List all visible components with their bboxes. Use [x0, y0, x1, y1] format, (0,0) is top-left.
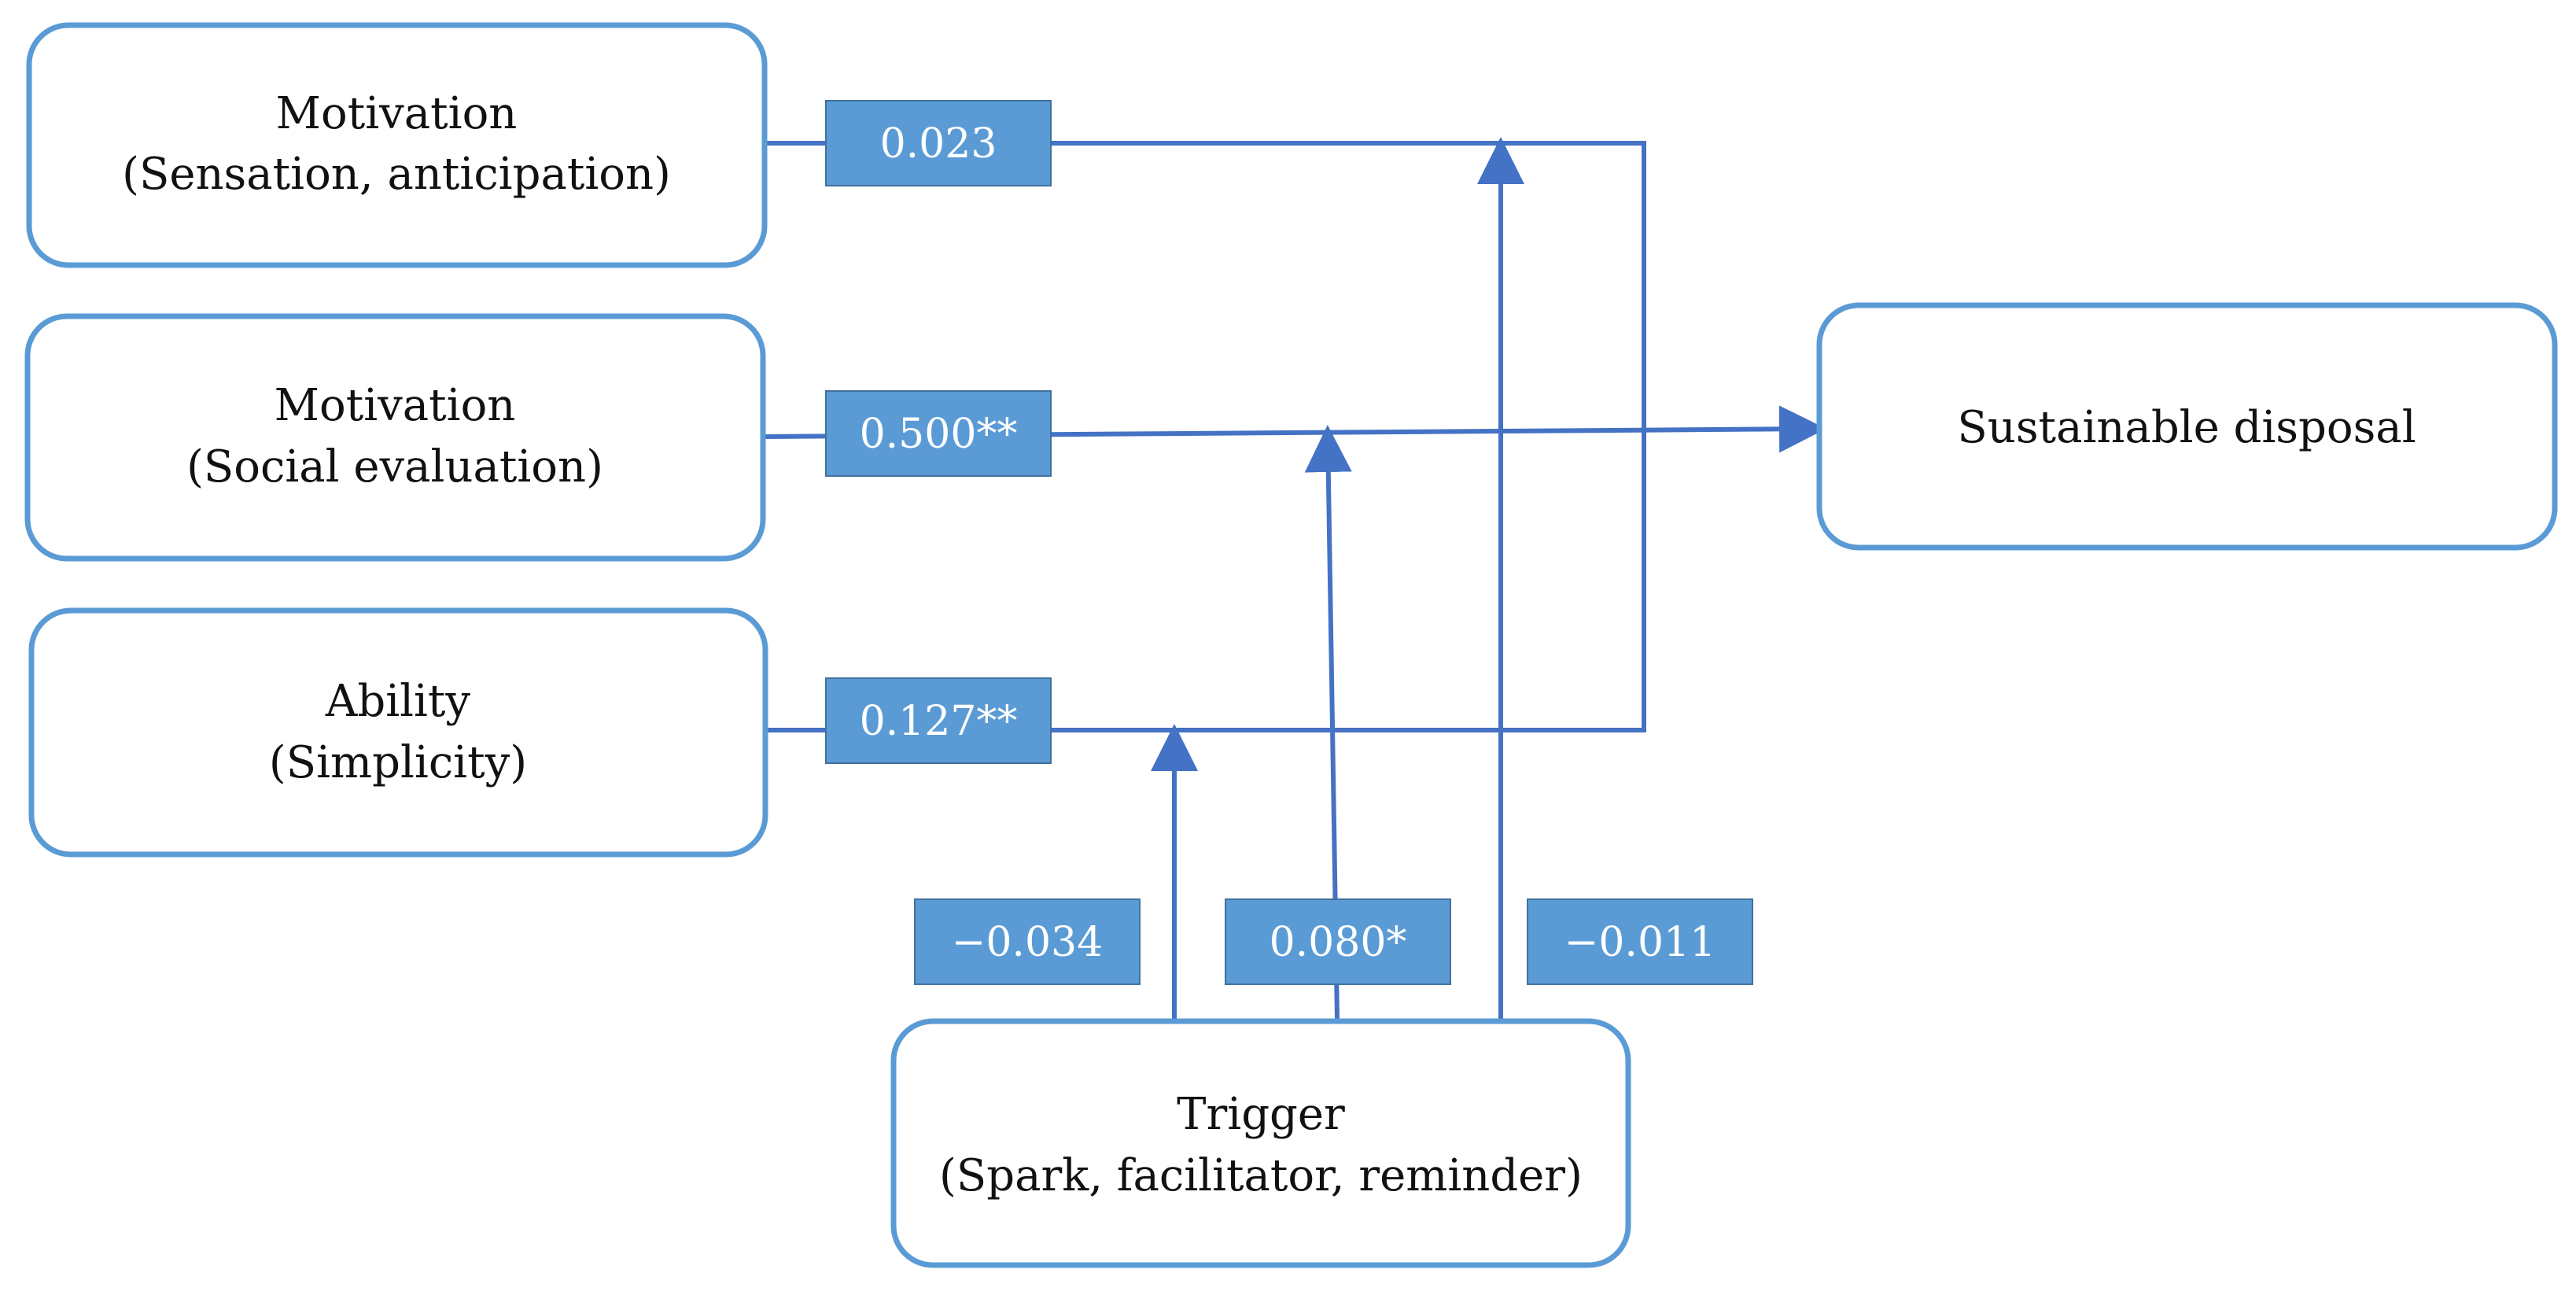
coefficient-sensation-path-label: 0.023 [880, 120, 997, 168]
node-ability: Ability (Simplicity) [28, 607, 768, 858]
node-trigger-title: Trigger [1177, 1089, 1345, 1140]
coefficient-sensation-path: 0.023 [825, 100, 1052, 186]
node-motivation-social: Motivation (Social evaluation) [24, 313, 766, 562]
connector-sensation-path [763, 141, 1646, 437]
node-motivation-social-title: Motivation [275, 380, 516, 431]
connector-ability-path [763, 437, 1646, 732]
coefficient-trigger-social-label: 0.080* [1270, 919, 1407, 966]
coefficient-ability-path-box [825, 677, 1052, 764]
node-outcome-box [1816, 302, 2558, 551]
node-outcome-title: Sustainable disposal [1957, 402, 2416, 453]
coefficient-trigger-social: 0.080* [1225, 898, 1451, 985]
coefficient-trigger-ability-label: −0.034 [952, 919, 1103, 966]
node-motivation-social-box [24, 313, 766, 562]
coefficient-trigger-ability-box [914, 898, 1141, 985]
coefficient-sensation-path-box [825, 100, 1052, 186]
coefficient-trigger-sensation-box [1527, 898, 1753, 985]
coefficient-social-path: 0.500** [825, 390, 1052, 477]
node-ability-subtitle: (Simplicity) [269, 737, 527, 788]
node-motivation-sensation-box [26, 22, 768, 268]
node-outcome: Sustainable disposal [1816, 302, 2558, 551]
node-trigger-box [890, 1018, 1631, 1268]
node-motivation-sensation-subtitle: (Sensation, anticipation) [122, 149, 671, 200]
coefficient-trigger-social-box [1225, 898, 1451, 985]
coefficient-ability-path: 0.127** [825, 677, 1052, 764]
node-ability-box [28, 607, 768, 858]
coefficient-social-path-label: 0.500** [860, 411, 1018, 458]
node-trigger: Trigger (Spark, facilitator, reminder) [890, 1018, 1631, 1268]
node-motivation-sensation: Motivation (Sensation, anticipation) [26, 22, 768, 268]
coefficient-trigger-sensation: −0.011 [1527, 898, 1753, 985]
coefficient-social-path-box [825, 390, 1052, 477]
coefficient-trigger-sensation-label: −0.011 [1564, 919, 1715, 966]
node-motivation-social-subtitle: (Social evaluation) [186, 441, 603, 493]
node-motivation-sensation-title: Motivation [276, 88, 518, 139]
node-ability-title: Ability [325, 676, 471, 727]
coefficient-ability-path-label: 0.127** [860, 698, 1018, 745]
coefficient-trigger-ability: −0.034 [914, 898, 1141, 985]
node-trigger-subtitle: (Spark, facilitator, reminder) [939, 1150, 1583, 1201]
connectors [761, 137, 1826, 1020]
